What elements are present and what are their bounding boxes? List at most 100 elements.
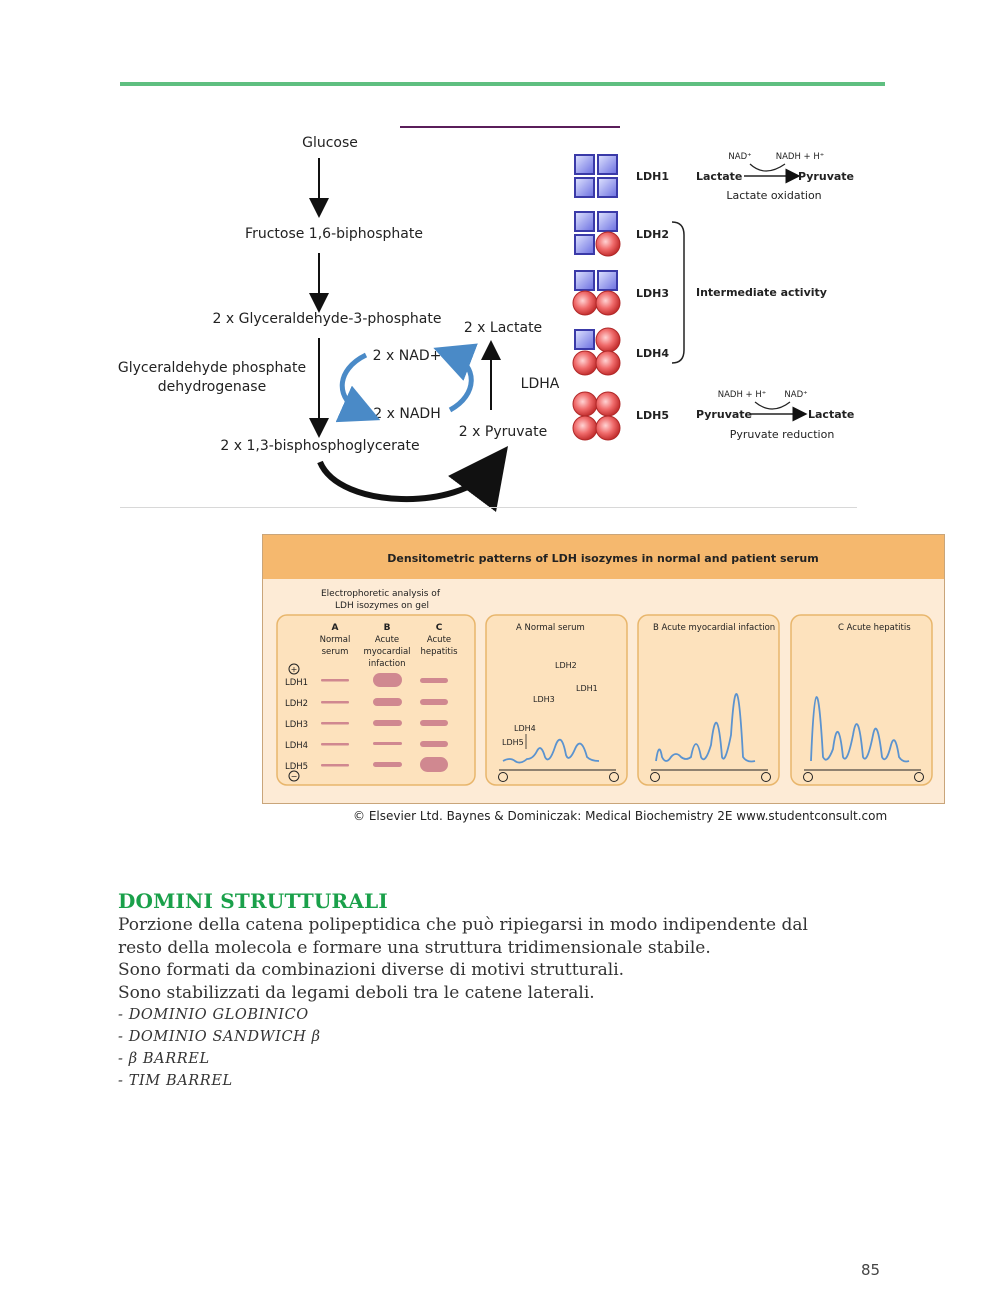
paragraph-line-2: resto della molecola e formare una strut… [118, 937, 711, 958]
panel-b-trace [655, 693, 756, 763]
ldha-label: LDHA [521, 376, 560, 392]
lactate-oxidation-label: Lactate oxidation [726, 189, 821, 202]
panel-b-minus-electrode [650, 772, 660, 782]
gel-row-ldh1: LDH1 [285, 678, 308, 688]
panel-b-title: B Acute myocardial infaction [653, 623, 775, 633]
ldh4-label: LDH4 [636, 347, 669, 360]
figure-divider [120, 507, 857, 508]
panel-c-trace [810, 696, 910, 763]
densitometric-figure: Densitometric patterns of LDH isozymes i… [262, 534, 945, 804]
gel-row-ldh3: LDH3 [285, 720, 308, 730]
peak-label-ldh2: LDH2 [555, 661, 577, 670]
panel-c [790, 614, 933, 786]
enzyme-label-line1: Glyceraldehyde phosphate [118, 360, 306, 376]
band-b-4 [373, 742, 402, 745]
gel-col-c-2: hepatitis [420, 647, 458, 657]
pyruvate-top-label: Pyruvate [798, 170, 854, 183]
list-item-globinico: - DOMINIO GLOBINICO [118, 1007, 309, 1023]
gel-col-b-3: infaction [369, 659, 406, 669]
band-a-2 [321, 701, 349, 704]
gel-col-c-1: Acute [427, 635, 451, 645]
band-c-4 [420, 741, 448, 747]
band-c-1 [420, 678, 448, 683]
lactate-top-label: Lactate [696, 170, 742, 183]
gel-caption-2: LDH isozymes on gel [335, 601, 429, 611]
band-b-2 [373, 698, 402, 706]
ldh-pathway-figure: Glucose Fructose 1,6-biphosphate 2 x Gly… [118, 126, 854, 513]
gel-minus-electrode [288, 770, 300, 782]
glucose-label: Glucose [302, 135, 358, 151]
nad-bottom-label: NAD⁺ [784, 390, 807, 400]
section-heading: DOMINI STRUTTURALI [118, 889, 388, 913]
lactate-label: 2 x Lactate [464, 320, 542, 336]
f16bp-label: Fructose 1,6-biphosphate [245, 226, 423, 242]
gel-col-b-1: Acute [375, 635, 399, 645]
list-item-tim-barrel: - TIM BARREL [118, 1073, 233, 1089]
pyruvate-label: 2 x Pyruvate [459, 424, 547, 440]
gel-row-ldh5: LDH5 [285, 762, 308, 772]
page-number: 85 [861, 1261, 881, 1279]
ldh5-label: LDH5 [636, 409, 669, 422]
peak-label-ldh1: LDH1 [576, 684, 598, 693]
gel-col-b-2: myocardial [363, 647, 410, 657]
ldh3-label: LDH3 [636, 287, 669, 300]
panel-c-plus-electrode [914, 772, 924, 782]
panel-b-plus-electrode [761, 772, 771, 782]
nad-cycle-left-arrow [335, 352, 381, 423]
nad-label: 2 x NAD+ [373, 348, 442, 364]
ldh2-label: LDH2 [636, 228, 669, 241]
intermediate-bracket [671, 221, 685, 364]
nadh-top-label: NADH + H⁺ [776, 152, 825, 162]
oxidation-cofactor-curve [749, 163, 786, 172]
pyruvate-bottom-label: Pyruvate [696, 408, 752, 421]
peak-label-ldh3: LDH3 [533, 695, 555, 704]
gel-minus-sign: − [291, 772, 298, 781]
structural-domains-section: DOMINI STRUTTURALI Porzione della catena… [118, 888, 898, 1092]
gel-col-a-1: Normal [320, 635, 351, 645]
bpg-label: 2 x 1,3-bisphosphoglycerate [220, 438, 419, 454]
list-item-beta-barrel: - β BARREL [118, 1051, 210, 1067]
ldh1-shape [574, 154, 618, 198]
pyruvate-reduction-label: Pyruvate reduction [730, 428, 835, 441]
band-b-1 [373, 673, 402, 687]
densitometric-title: Densitometric patterns of LDH isozymes i… [387, 552, 818, 565]
panel-c-title: C Acute hepatitis [838, 623, 911, 633]
reduction-cofactor-curve [754, 401, 791, 410]
gel-plus-sign: + [291, 665, 298, 674]
band-a-3 [321, 722, 349, 725]
top-accent-bar [120, 82, 885, 86]
band-b-5 [373, 762, 402, 767]
band-a-4 [321, 743, 349, 746]
gel-caption-1: Electrophoretic analysis of [321, 589, 441, 599]
peak-label-ldh5: LDH5 [502, 738, 524, 747]
nad-top-label: NAD⁺ [728, 152, 751, 162]
intermediate-label: Intermediate activity [696, 286, 827, 299]
band-a-5 [321, 764, 349, 767]
ldh1-label: LDH1 [636, 170, 669, 183]
paragraph-line-4: Sono stabilizzati da legami deboli tra l… [118, 982, 595, 1003]
gel-row-ldh2: LDH2 [285, 699, 308, 709]
bpg-to-pyruvate-arrow [317, 446, 509, 513]
gel-plus-electrode [288, 663, 300, 675]
nadh-label: 2 x NADH [373, 406, 440, 422]
band-b-3 [373, 720, 402, 726]
nadh-bottom-label: NADH + H⁺ [718, 390, 767, 400]
gel-col-b: B [384, 623, 391, 633]
panel-a-title: A Normal serum [516, 623, 585, 633]
densitometric-svg: Densitometric patterns of LDH isozymes i… [263, 535, 944, 786]
peak-label-ldh4: LDH4 [514, 724, 536, 733]
list-item-sandwich: - DOMINIO SANDWICH β [118, 1029, 321, 1045]
nad-cycle-right-arrow [433, 343, 478, 413]
figure-credit: © Elsevier Ltd. Baynes & Dominiczak: Med… [353, 809, 888, 823]
paragraph-line-1: Porzione della catena polipeptidica che … [118, 915, 808, 935]
g3p-label: 2 x Glyceraldehyde-3-phosphate [213, 311, 442, 327]
panel-a-plus-electrode [609, 772, 619, 782]
panel-a-trace [502, 738, 600, 764]
band-a-1 [321, 679, 349, 682]
panel-c-minus-electrode [803, 772, 813, 782]
panel-b [637, 614, 780, 786]
gel-col-c: C [436, 623, 443, 633]
gel-col-a: A [332, 623, 339, 633]
ldh5-shape [572, 391, 621, 441]
gel-col-a-2: serum [322, 647, 349, 657]
